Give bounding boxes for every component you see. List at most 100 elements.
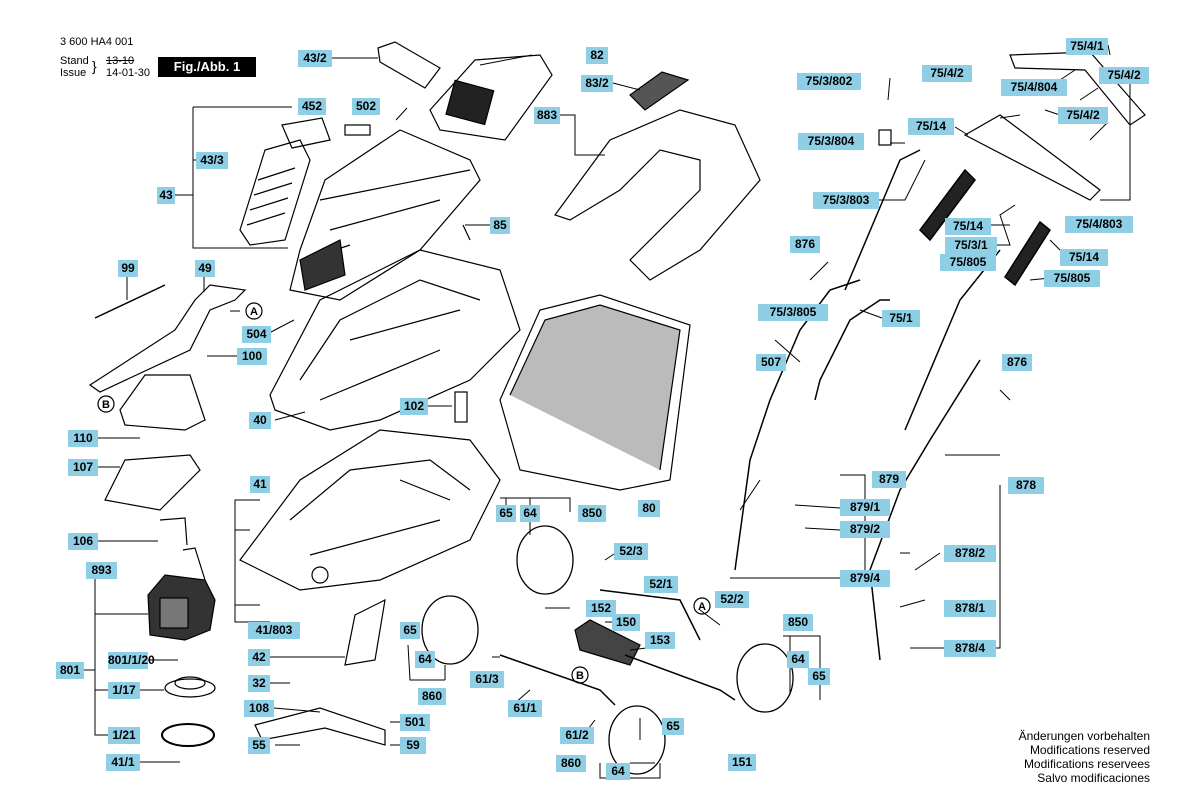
part-label-52-2[interactable]: 52/2 xyxy=(715,591,749,608)
part-label-108[interactable]: 108 xyxy=(244,700,274,717)
part-label-75-3-1[interactable]: 75/3/1 xyxy=(945,237,997,254)
part-label-860-a[interactable]: 860 xyxy=(418,688,446,705)
part-label-75-3-805[interactable]: 75/3/805 xyxy=(758,304,828,321)
cover-107 xyxy=(104,454,201,511)
part-label-1-21[interactable]: 1/21 xyxy=(108,727,140,744)
part-label-502[interactable]: 502 xyxy=(352,98,380,115)
part-label-879-4[interactable]: 879/4 xyxy=(840,570,890,587)
part-label-41-1[interactable]: 41/1 xyxy=(106,754,140,771)
part-label-876-b[interactable]: 876 xyxy=(1002,354,1032,371)
part-label-40[interactable]: 40 xyxy=(249,412,271,429)
part-label-878[interactable]: 878 xyxy=(1008,477,1044,494)
part-label-61-1[interactable]: 61/1 xyxy=(508,700,542,717)
part-label-75-4-1[interactable]: 75/4/1 xyxy=(1066,38,1108,55)
part-label-879-2[interactable]: 879/2 xyxy=(840,521,890,538)
part-label-85[interactable]: 85 xyxy=(490,217,510,234)
spring-99 xyxy=(94,284,166,319)
part-label-64-d[interactable]: 64 xyxy=(787,651,809,668)
part-label-801[interactable]: 801 xyxy=(56,662,84,679)
part-label-879[interactable]: 879 xyxy=(872,471,906,488)
part-label-61-2[interactable]: 61/2 xyxy=(560,727,594,744)
part-label-65-b[interactable]: 65 xyxy=(496,505,516,522)
part-label-64-b[interactable]: 64 xyxy=(520,505,540,522)
part-label-43-3[interactable]: 43/3 xyxy=(196,152,228,169)
part-label-152[interactable]: 152 xyxy=(586,600,616,617)
part-label-52-1[interactable]: 52/1 xyxy=(644,576,678,593)
marker-b-2 xyxy=(571,666,589,684)
part-label-110[interactable]: 110 xyxy=(68,430,98,447)
part-label-878-4[interactable]: 878/4 xyxy=(944,640,996,657)
part-label-878-1[interactable]: 878/1 xyxy=(944,600,996,617)
footer-line-fr: Modifications reservees xyxy=(1023,757,1150,771)
part-label-75-14-b[interactable]: 75/14 xyxy=(945,218,991,235)
part-label-801-1-20[interactable]: 801/1/20 xyxy=(108,652,155,669)
part-label-75-1[interactable]: 75/1 xyxy=(882,310,920,327)
part-label-75-4-804[interactable]: 75/4/804 xyxy=(1001,79,1067,96)
stand-value: 13-10 xyxy=(106,55,135,67)
mulch-plug-110 xyxy=(119,374,206,431)
brace-glyph: } xyxy=(92,58,97,74)
part-label-80[interactable]: 80 xyxy=(638,500,660,517)
part-label-107[interactable]: 107 xyxy=(68,459,98,476)
part-label-82[interactable]: 82 xyxy=(586,47,608,64)
part-label-43[interactable]: 43 xyxy=(157,187,175,204)
part-label-501[interactable]: 501 xyxy=(400,714,430,731)
part-label-850-a[interactable]: 850 xyxy=(578,505,606,522)
part-label-151[interactable]: 151 xyxy=(728,754,756,771)
part-label-41[interactable]: 41 xyxy=(250,476,270,493)
part-label-75-14-c[interactable]: 75/14 xyxy=(1060,249,1108,266)
marker-b-1 xyxy=(97,395,115,413)
logo-plate-452 xyxy=(281,117,331,149)
part-label-59[interactable]: 59 xyxy=(400,737,426,754)
part-label-65-c[interactable]: 65 xyxy=(662,718,684,735)
belt-1-21 xyxy=(161,723,215,747)
part-label-153[interactable]: 153 xyxy=(645,632,675,649)
part-label-61-3[interactable]: 61/3 xyxy=(470,671,504,688)
part-label-75-4-2-c[interactable]: 75/4/2 xyxy=(1058,107,1108,124)
part-label-75-3-803[interactable]: 75/3/803 xyxy=(813,192,879,209)
part-label-100[interactable]: 100 xyxy=(237,348,267,365)
part-label-41-803[interactable]: 41/803 xyxy=(248,622,300,639)
part-label-75-14-a[interactable]: 75/14 xyxy=(908,118,954,135)
part-label-52-3[interactable]: 52/3 xyxy=(614,543,648,560)
part-label-64-a[interactable]: 64 xyxy=(415,651,435,668)
part-label-883[interactable]: 883 xyxy=(534,107,560,124)
stand-label: Stand xyxy=(60,55,89,67)
part-label-75-4-2-b[interactable]: 75/4/2 xyxy=(922,65,972,82)
part-label-876-a[interactable]: 876 xyxy=(790,236,820,253)
part-label-64-c[interactable]: 64 xyxy=(606,763,630,780)
part-label-452[interactable]: 452 xyxy=(298,98,326,115)
part-label-1-17[interactable]: 1/17 xyxy=(108,682,140,699)
part-label-42[interactable]: 42 xyxy=(248,649,270,666)
handle-83-2 xyxy=(629,71,690,111)
part-label-75-805-b[interactable]: 75/805 xyxy=(1044,270,1100,287)
part-label-507[interactable]: 507 xyxy=(756,354,786,371)
part-label-65-a[interactable]: 65 xyxy=(400,622,420,639)
part-label-75-805-a[interactable]: 75/805 xyxy=(940,254,996,271)
part-label-102[interactable]: 102 xyxy=(400,398,428,415)
part-label-43-2[interactable]: 43/2 xyxy=(298,50,332,67)
part-label-75-3-802[interactable]: 75/3/802 xyxy=(797,73,861,90)
part-label-75-4-803[interactable]: 75/4/803 xyxy=(1065,216,1133,233)
part-label-150[interactable]: 150 xyxy=(612,614,640,631)
part-label-75-4-2-a[interactable]: 75/4/2 xyxy=(1099,67,1149,84)
part-label-83-2[interactable]: 83/2 xyxy=(581,75,613,92)
part-label-75-3-804[interactable]: 75/3/804 xyxy=(798,133,864,150)
blade-55 xyxy=(254,707,386,746)
chassis-40 xyxy=(269,249,521,431)
part-label-49[interactable]: 49 xyxy=(195,260,215,277)
part-label-55[interactable]: 55 xyxy=(248,737,270,754)
part-label-32[interactable]: 32 xyxy=(248,675,270,692)
part-label-65-d[interactable]: 65 xyxy=(808,668,830,685)
part-label-504[interactable]: 504 xyxy=(242,326,271,343)
part-label-106[interactable]: 106 xyxy=(68,533,98,550)
part-label-878-2[interactable]: 878/2 xyxy=(944,545,996,562)
part-label-879-1[interactable]: 879/1 xyxy=(840,499,890,516)
part-label-850-b[interactable]: 850 xyxy=(783,614,813,631)
hood-883 xyxy=(554,109,761,281)
part-label-893[interactable]: 893 xyxy=(86,562,117,579)
part-label-99[interactable]: 99 xyxy=(118,260,138,277)
part-label-860-b[interactable]: 860 xyxy=(556,755,586,772)
issue-label: Issue xyxy=(60,67,87,79)
